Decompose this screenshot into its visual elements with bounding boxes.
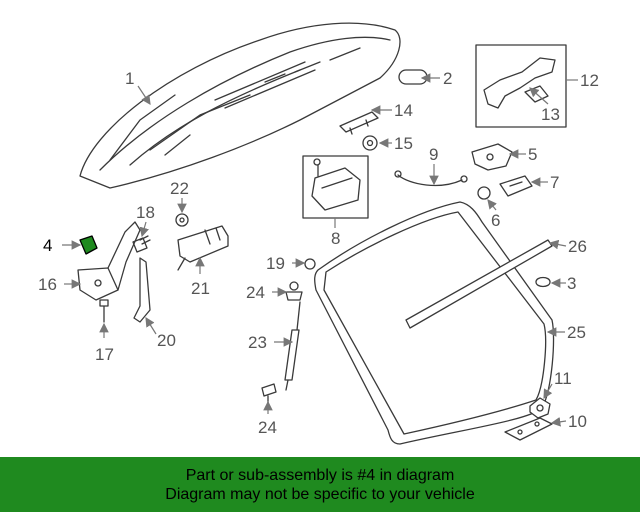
- emblem-part: [398, 69, 428, 85]
- spoiler-strip: [405, 239, 553, 329]
- bracket-part-10: [504, 417, 553, 441]
- highlighted-part-4: [79, 235, 98, 255]
- ball-stud-upper: [285, 281, 303, 301]
- callout-2: 2: [443, 69, 452, 88]
- callout-9: 9: [429, 145, 438, 164]
- callout-4: 4: [43, 236, 52, 255]
- callout-16: 16: [38, 275, 57, 294]
- plug-part-3: [535, 276, 551, 288]
- callout-21: 21: [191, 279, 210, 298]
- leader-lines: [62, 73, 578, 427]
- release-cable: [394, 170, 468, 187]
- hinge-arm: [133, 257, 151, 323]
- liftgate-panel: [79, 22, 401, 189]
- callout-26: 26: [568, 237, 587, 256]
- bushing-part: [175, 213, 189, 227]
- exploded-parts-diagram: 1 2 3 4 5 6 7 8 9 10 11 12 13 14 15 16 1…: [38, 22, 599, 445]
- callout-17: 17: [95, 345, 114, 364]
- callout-5: 5: [528, 145, 537, 164]
- callout-7: 7: [550, 173, 559, 192]
- bolt-part-17: [99, 299, 109, 323]
- callout-12: 12: [580, 71, 599, 90]
- callout-labels: 1 2 3 4 5 6 7 8 9 10 11 12 13 14 15 16 1…: [38, 69, 599, 437]
- callout-25: 25: [567, 323, 586, 342]
- callout-13: 13: [541, 105, 560, 124]
- callout-8: 8: [331, 229, 340, 248]
- bolt-part-18: [132, 235, 151, 253]
- fastener-part-15: [362, 135, 378, 151]
- callout-19: 19: [266, 254, 285, 273]
- hinge-part: [77, 221, 141, 301]
- striker-plate: [499, 175, 533, 197]
- info-banner: Part or sub-assembly is #4 in diagram Di…: [0, 457, 640, 512]
- glass-seal: [314, 201, 555, 445]
- callout-24-lower: 24: [258, 418, 277, 437]
- callout-6: 6: [491, 211, 500, 230]
- callout-20: 20: [157, 331, 176, 350]
- ball-stud-lower: [261, 383, 277, 405]
- callout-23: 23: [248, 333, 267, 352]
- latch-part: [471, 143, 513, 171]
- callout-24-upper: 24: [246, 283, 265, 302]
- banner-line-disclaimer: Diagram may not be specific to your vehi…: [165, 485, 475, 503]
- gas-strut: [284, 301, 301, 391]
- washer-actuator: [177, 225, 229, 271]
- callout-14: 14: [394, 101, 413, 120]
- callout-10: 10: [568, 412, 587, 431]
- bracket-part: [339, 111, 379, 135]
- lock-actuator-box: [302, 155, 369, 219]
- callout-3: 3: [567, 274, 576, 293]
- callout-11: 11: [554, 369, 572, 388]
- callout-1: 1: [125, 69, 134, 88]
- bumper-part-6: [477, 186, 491, 200]
- callout-22: 22: [170, 179, 189, 198]
- callout-15: 15: [394, 134, 413, 153]
- clip-part-19: [304, 258, 316, 270]
- nut-part-11: [529, 397, 551, 419]
- callout-18: 18: [136, 203, 155, 222]
- banner-line-part-number: Part or sub-assembly is #4 in diagram: [185, 466, 455, 484]
